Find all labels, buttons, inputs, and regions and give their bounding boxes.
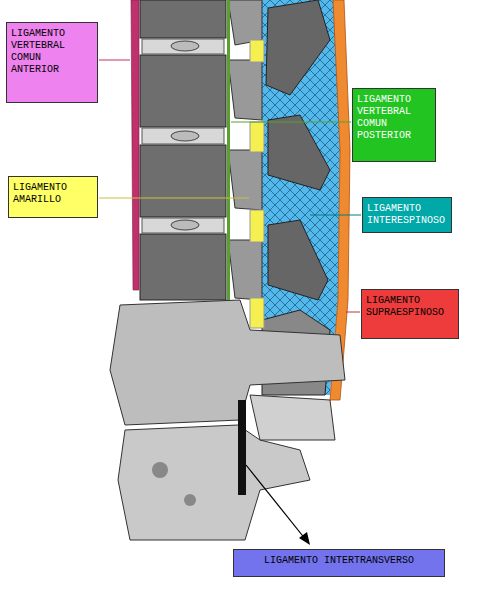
- ligament-name: LIGAMENTO VERTEBRAL COMUN ANTERIOR: [11, 28, 93, 76]
- label-box: LIGAMENTO SUPRAESPINOSO: [361, 289, 459, 339]
- label-box: LIGAMENTO INTERESPINOSO: [362, 197, 452, 233]
- label-box: LIGAMENTO VERTEBRAL COMUN POSTERIOR: [352, 88, 436, 162]
- ligament-name: LIGAMENTO AMARILLO: [13, 182, 93, 206]
- label-box: LIGAMENTO INTERTRANSVERSO: [233, 549, 445, 577]
- ligament-name: LIGAMENTO SUPRAESPINOSO: [366, 295, 454, 319]
- ligament-name: LIGAMENTO INTERTRANSVERSO: [238, 555, 440, 567]
- ligament-name: LIGAMENTO VERTEBRAL COMUN POSTERIOR: [357, 94, 431, 142]
- label-box: LIGAMENTO AMARILLO: [8, 176, 98, 218]
- ligament-name: LIGAMENTO INTERESPINOSO: [367, 203, 447, 227]
- label-box: LIGAMENTO VERTEBRAL COMUN ANTERIOR: [6, 22, 98, 103]
